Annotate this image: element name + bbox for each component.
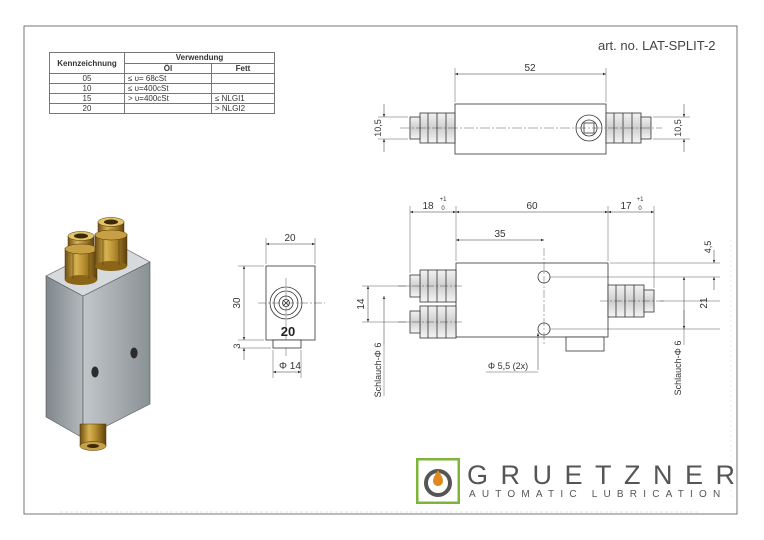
- table-header-code: Kennzeichnung: [49, 52, 125, 74]
- spec-table: Kennzeichnung Verwendung Öl Fett 05 ≤ υ=…: [49, 52, 275, 114]
- side-diameter-dim: Φ 14: [279, 361, 301, 372]
- front-hole-diameter: Φ 5,5 (2x): [488, 361, 528, 371]
- table-row: 05 ≤ υ= 68cSt: [49, 73, 275, 84]
- brass-fitting-left: [64, 231, 98, 285]
- table-header-use: Verwendung: [124, 52, 275, 64]
- table-cell-oil: ≤ υ= 68cSt: [124, 73, 212, 84]
- table-cell-grease: [211, 83, 275, 94]
- front-left-tol-upper: +1: [440, 197, 448, 203]
- front-left-tol-lower: 0: [441, 206, 445, 212]
- table-header-oil: Öl: [124, 62, 212, 74]
- side-height-dim: 30: [232, 297, 243, 309]
- side-view: [238, 238, 325, 378]
- front-right-dim: 17: [620, 201, 632, 212]
- front-right-top-dim: 4,5: [703, 241, 713, 254]
- front-right-height-dim: 21: [699, 297, 710, 309]
- table-cell-oil: > υ=400cSt: [124, 93, 212, 104]
- brass-fitting-bottom: [79, 423, 107, 451]
- table-cell-code: 20: [49, 103, 125, 114]
- top-width-dim: 52: [524, 63, 536, 74]
- table-header-grease: Fett: [211, 62, 275, 74]
- front-right-tol-lower: 0: [638, 206, 642, 212]
- front-left-spacing-dim: 14: [356, 298, 367, 310]
- front-hose-left: Schlauch-Φ 6: [373, 343, 383, 398]
- table-row: 20 > NLGI2: [49, 103, 275, 114]
- front-right-tol-upper: +1: [637, 197, 645, 203]
- isometric-view: [45, 217, 151, 451]
- table-row: 10 ≤ υ=400cSt: [49, 83, 275, 94]
- side-width-dim: 20: [284, 233, 296, 244]
- front-view: [362, 206, 720, 396]
- front-body-dim: 60: [526, 201, 538, 212]
- table-cell-code: 05: [49, 73, 125, 84]
- table-cell-grease: ≤ NLGI1: [211, 93, 275, 104]
- brass-fitting-right: [94, 217, 128, 271]
- front-hose-right: Schlauch-Φ 6: [673, 341, 683, 396]
- table-row: 15 > υ=400cSt ≤ NLGI1: [49, 93, 275, 104]
- drawing-frame: [23, 25, 738, 515]
- front-hole-dim: 35: [494, 229, 506, 240]
- article-number: art. no. LAT-SPLIT-2: [598, 38, 716, 53]
- top-right-height-dim: 10,5: [673, 119, 683, 137]
- table-cell-grease: [211, 73, 275, 84]
- table-cell-code: 15: [49, 93, 125, 104]
- side-bottom-dim: 3: [232, 343, 242, 348]
- table-cell-grease: > NLGI2: [211, 103, 275, 114]
- side-marking: 20: [281, 324, 295, 339]
- top-view: [378, 68, 690, 155]
- brand-name: GRUETZNER: [467, 460, 748, 490]
- top-left-height-dim: 10,5: [373, 119, 383, 137]
- table-cell-code: 10: [49, 83, 125, 94]
- table-cell-oil: ≤ υ=400cSt: [124, 83, 212, 94]
- front-left-dim: 18: [422, 201, 434, 212]
- brand-tagline: AUTOMATIC LUBRICATION: [469, 489, 727, 500]
- table-cell-oil: [124, 103, 212, 114]
- gruetzner-logo-icon: [416, 458, 460, 504]
